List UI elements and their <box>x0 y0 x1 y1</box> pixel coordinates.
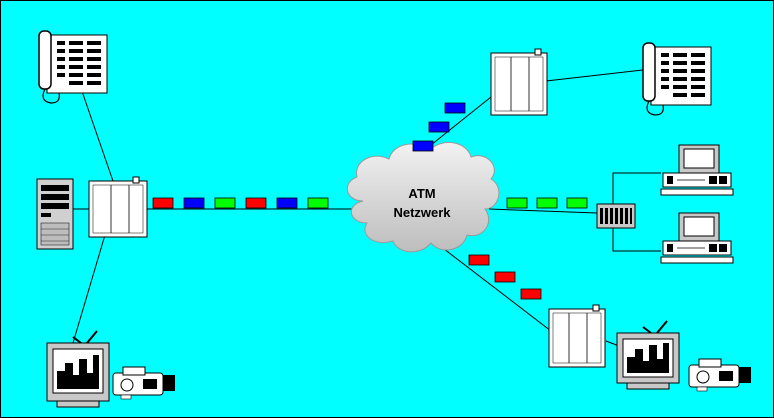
atm-cell-blue <box>412 140 434 152</box>
atm-cell-red <box>152 197 174 209</box>
link-hub-workstation-bottom <box>612 223 661 252</box>
atm-switch-icon <box>548 304 606 368</box>
cell-stream-right <box>506 197 588 209</box>
workstation-icon <box>660 144 734 196</box>
video-camera-icon <box>688 358 751 392</box>
cloud-label-atm: ATM <box>408 186 435 201</box>
cloud-label-netzwerk: Netzwerk <box>393 205 451 220</box>
link-upper-switch-phone <box>545 68 652 82</box>
atm-cell-green <box>536 197 558 209</box>
tv-monitor-icon <box>46 330 110 408</box>
cell-stream-upper <box>412 102 466 152</box>
atm-cell-red <box>468 254 490 266</box>
link-left-switch-tv <box>72 234 106 344</box>
atm-cell-green <box>506 197 528 209</box>
atm-switch-icon <box>490 48 548 116</box>
tv-monitor-icon <box>616 320 680 390</box>
atm-cell-blue <box>183 197 205 209</box>
atm-cell-blue <box>428 121 450 133</box>
atm-cell-blue <box>276 197 298 209</box>
video-camera-icon <box>112 366 175 400</box>
atm-cell-blue <box>444 102 466 114</box>
atm-switch-icon <box>88 176 148 238</box>
atm-cell-red <box>494 271 516 283</box>
atm-cell-red <box>520 288 542 300</box>
link-hub-workstation-top <box>612 172 661 205</box>
telephone-icon <box>642 42 712 116</box>
cell-stream-lower <box>468 254 542 300</box>
hub-icon <box>596 203 636 229</box>
cell-stream-left <box>152 197 329 209</box>
link-cloud-hub <box>488 208 598 214</box>
server-tower-icon <box>36 178 74 250</box>
atm-cell-green <box>307 197 329 209</box>
workstation-icon <box>660 212 734 264</box>
telephone-icon <box>38 30 108 104</box>
atm-cell-green <box>214 197 236 209</box>
atm-network-cloud: ATM Netzwerk <box>346 142 500 253</box>
link-cloud-lower-switch <box>430 238 552 332</box>
atm-cell-green <box>566 197 588 209</box>
atm-cell-red <box>245 197 267 209</box>
